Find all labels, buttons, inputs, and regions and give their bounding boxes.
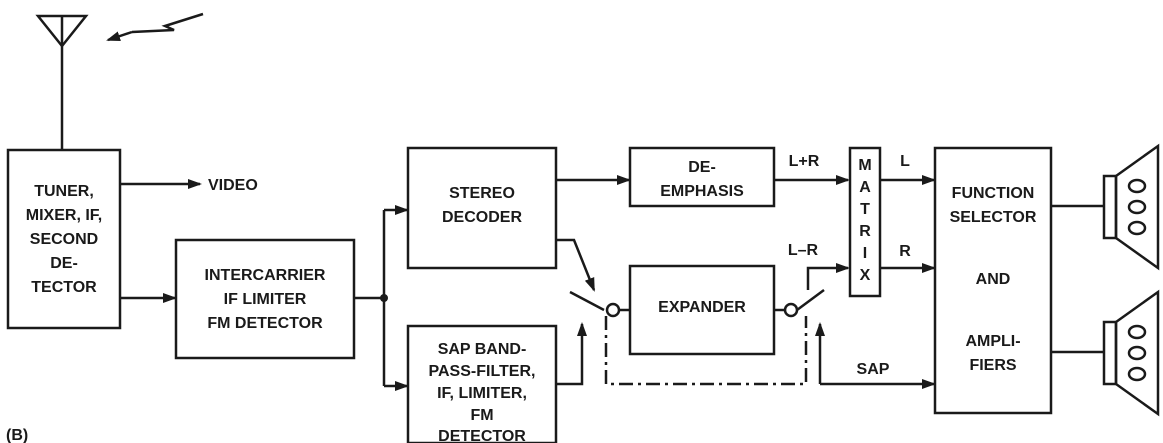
- antenna-icon: [35, 14, 89, 150]
- matrix-block: [848, 146, 882, 298]
- right-switch: [774, 288, 825, 318]
- r-output-label: R: [899, 243, 911, 260]
- svg-text:SAP BAND-: SAP BAND-: [438, 341, 527, 358]
- svg-text:TECTOR: TECTOR: [31, 279, 97, 296]
- ganged-switch-link: [604, 316, 808, 386]
- svg-text:MIXER, IF,: MIXER, IF,: [26, 207, 102, 224]
- svg-text:R: R: [859, 223, 871, 240]
- tuner-mixer-block: [6, 148, 122, 330]
- svg-text:TUNER,: TUNER,: [34, 183, 94, 200]
- l-minus-r-label: L–R: [788, 242, 819, 259]
- svg-text:INTERCARRIER: INTERCARRIER: [205, 267, 326, 284]
- svg-text:AMPLI-: AMPLI-: [965, 333, 1020, 350]
- svg-text:DETECTOR: DETECTOR: [438, 428, 526, 443]
- function-selector-block: [933, 146, 1053, 415]
- svg-text:X: X: [860, 267, 871, 284]
- sap-to-switch-arrow: [556, 322, 587, 386]
- left-switch: [569, 290, 630, 318]
- svg-text:DE-: DE-: [688, 159, 716, 176]
- sap-label: SAP: [857, 361, 890, 378]
- svg-text:PASS-FILTER,: PASS-FILTER,: [429, 363, 536, 380]
- matrix-label: M A T R I X: [858, 157, 871, 284]
- splitter-lines: [354, 205, 409, 391]
- video-label: VIDEO: [208, 177, 258, 194]
- tuner-label: TUNER, MIXER, IF, SECOND DE- TECTOR: [26, 183, 102, 296]
- decoder-to-switch-arrow: [556, 238, 596, 292]
- svg-text:SELECTOR: SELECTOR: [950, 209, 1037, 226]
- l-plus-r-label: L+R: [789, 153, 820, 170]
- svg-text:SECOND: SECOND: [30, 231, 98, 248]
- speaker-icon: [1102, 289, 1160, 417]
- intercarrier-label: INTERCARRIER IF LIMITER FM DETECTOR: [205, 267, 326, 332]
- svg-text:EMPHASIS: EMPHASIS: [660, 183, 744, 200]
- svg-text:AND: AND: [976, 271, 1011, 288]
- intercarrier-block: [174, 238, 356, 360]
- l-output-label: L: [900, 153, 910, 170]
- svg-text:IF LIMITER: IF LIMITER: [224, 291, 307, 308]
- expander-label: EXPANDER: [658, 299, 746, 316]
- svg-text:FM: FM: [470, 407, 493, 424]
- stereo-decoder-label: STEREO DECODER: [442, 185, 522, 226]
- svg-text:STEREO: STEREO: [449, 185, 515, 202]
- sap-filter-label: SAP BAND- PASS-FILTER, IF, LIMITER, FM D…: [429, 341, 536, 443]
- switch-to-matrix-arrow: [806, 263, 850, 290]
- signal-wave-icon: [106, 12, 204, 42]
- svg-text:I: I: [863, 245, 867, 262]
- svg-text:T: T: [860, 201, 870, 218]
- svg-text:FIERS: FIERS: [969, 357, 1016, 374]
- figure-label: (B): [6, 427, 28, 443]
- deemphasis-label: DE- EMPHASIS: [660, 159, 744, 200]
- svg-text:FUNCTION: FUNCTION: [952, 185, 1035, 202]
- svg-text:DECODER: DECODER: [442, 209, 522, 226]
- deemphasis-block: [628, 146, 776, 208]
- svg-text:DE-: DE-: [50, 255, 78, 272]
- svg-text:A: A: [859, 179, 871, 196]
- function-selector-label: FUNCTION SELECTOR AND AMPLI- FIERS: [950, 185, 1037, 374]
- svg-text:IF, LIMITER,: IF, LIMITER,: [437, 385, 527, 402]
- speaker-icon: [1102, 143, 1160, 271]
- svg-text:FM DETECTOR: FM DETECTOR: [207, 315, 323, 332]
- stereo-decoder-block: [406, 146, 558, 270]
- svg-text:M: M: [858, 157, 871, 174]
